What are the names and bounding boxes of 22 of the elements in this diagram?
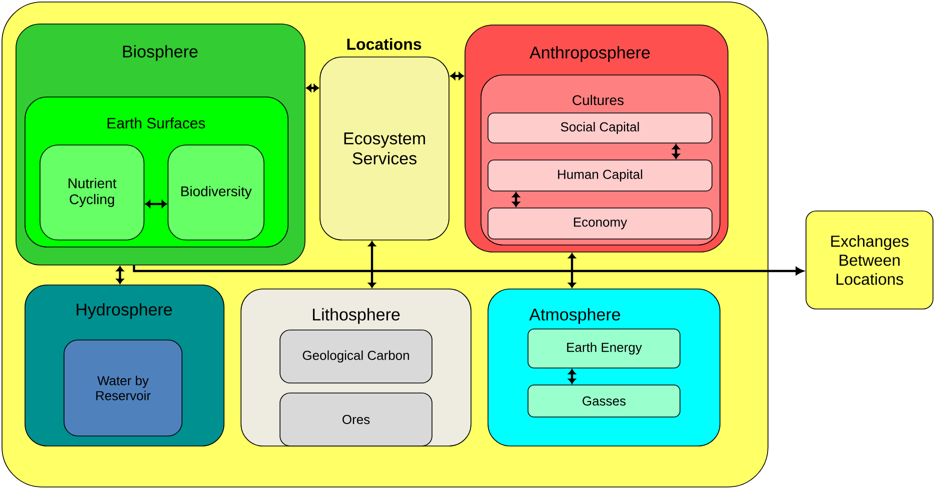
process-box: Ecosystem Services (320, 56, 450, 240)
process-box: Nutrient Cycling (40, 144, 144, 240)
arrow (132, 265, 804, 275)
process-box: Human Capital (488, 160, 712, 192)
arrow (306, 84, 319, 92)
process-box: Social Capital (488, 112, 712, 144)
process-box: Biodiversity (168, 144, 264, 240)
process-box: Ores (280, 392, 432, 446)
arrow (568, 369, 576, 384)
process-box: Geological Carbon (280, 330, 432, 384)
process-box: Water by Reservoir (64, 340, 182, 436)
arrow (145, 200, 167, 208)
arrow (116, 266, 124, 284)
arrow (368, 241, 376, 288)
arrow (568, 253, 576, 288)
arrow (450, 72, 464, 80)
process-box: Gasses (528, 384, 680, 418)
arrow (672, 144, 680, 159)
process-box: Earth Energy (528, 328, 680, 368)
process-box: Economy (488, 208, 712, 240)
arrow (512, 192, 520, 207)
process-box: Exchanges Between Locations (806, 210, 934, 310)
